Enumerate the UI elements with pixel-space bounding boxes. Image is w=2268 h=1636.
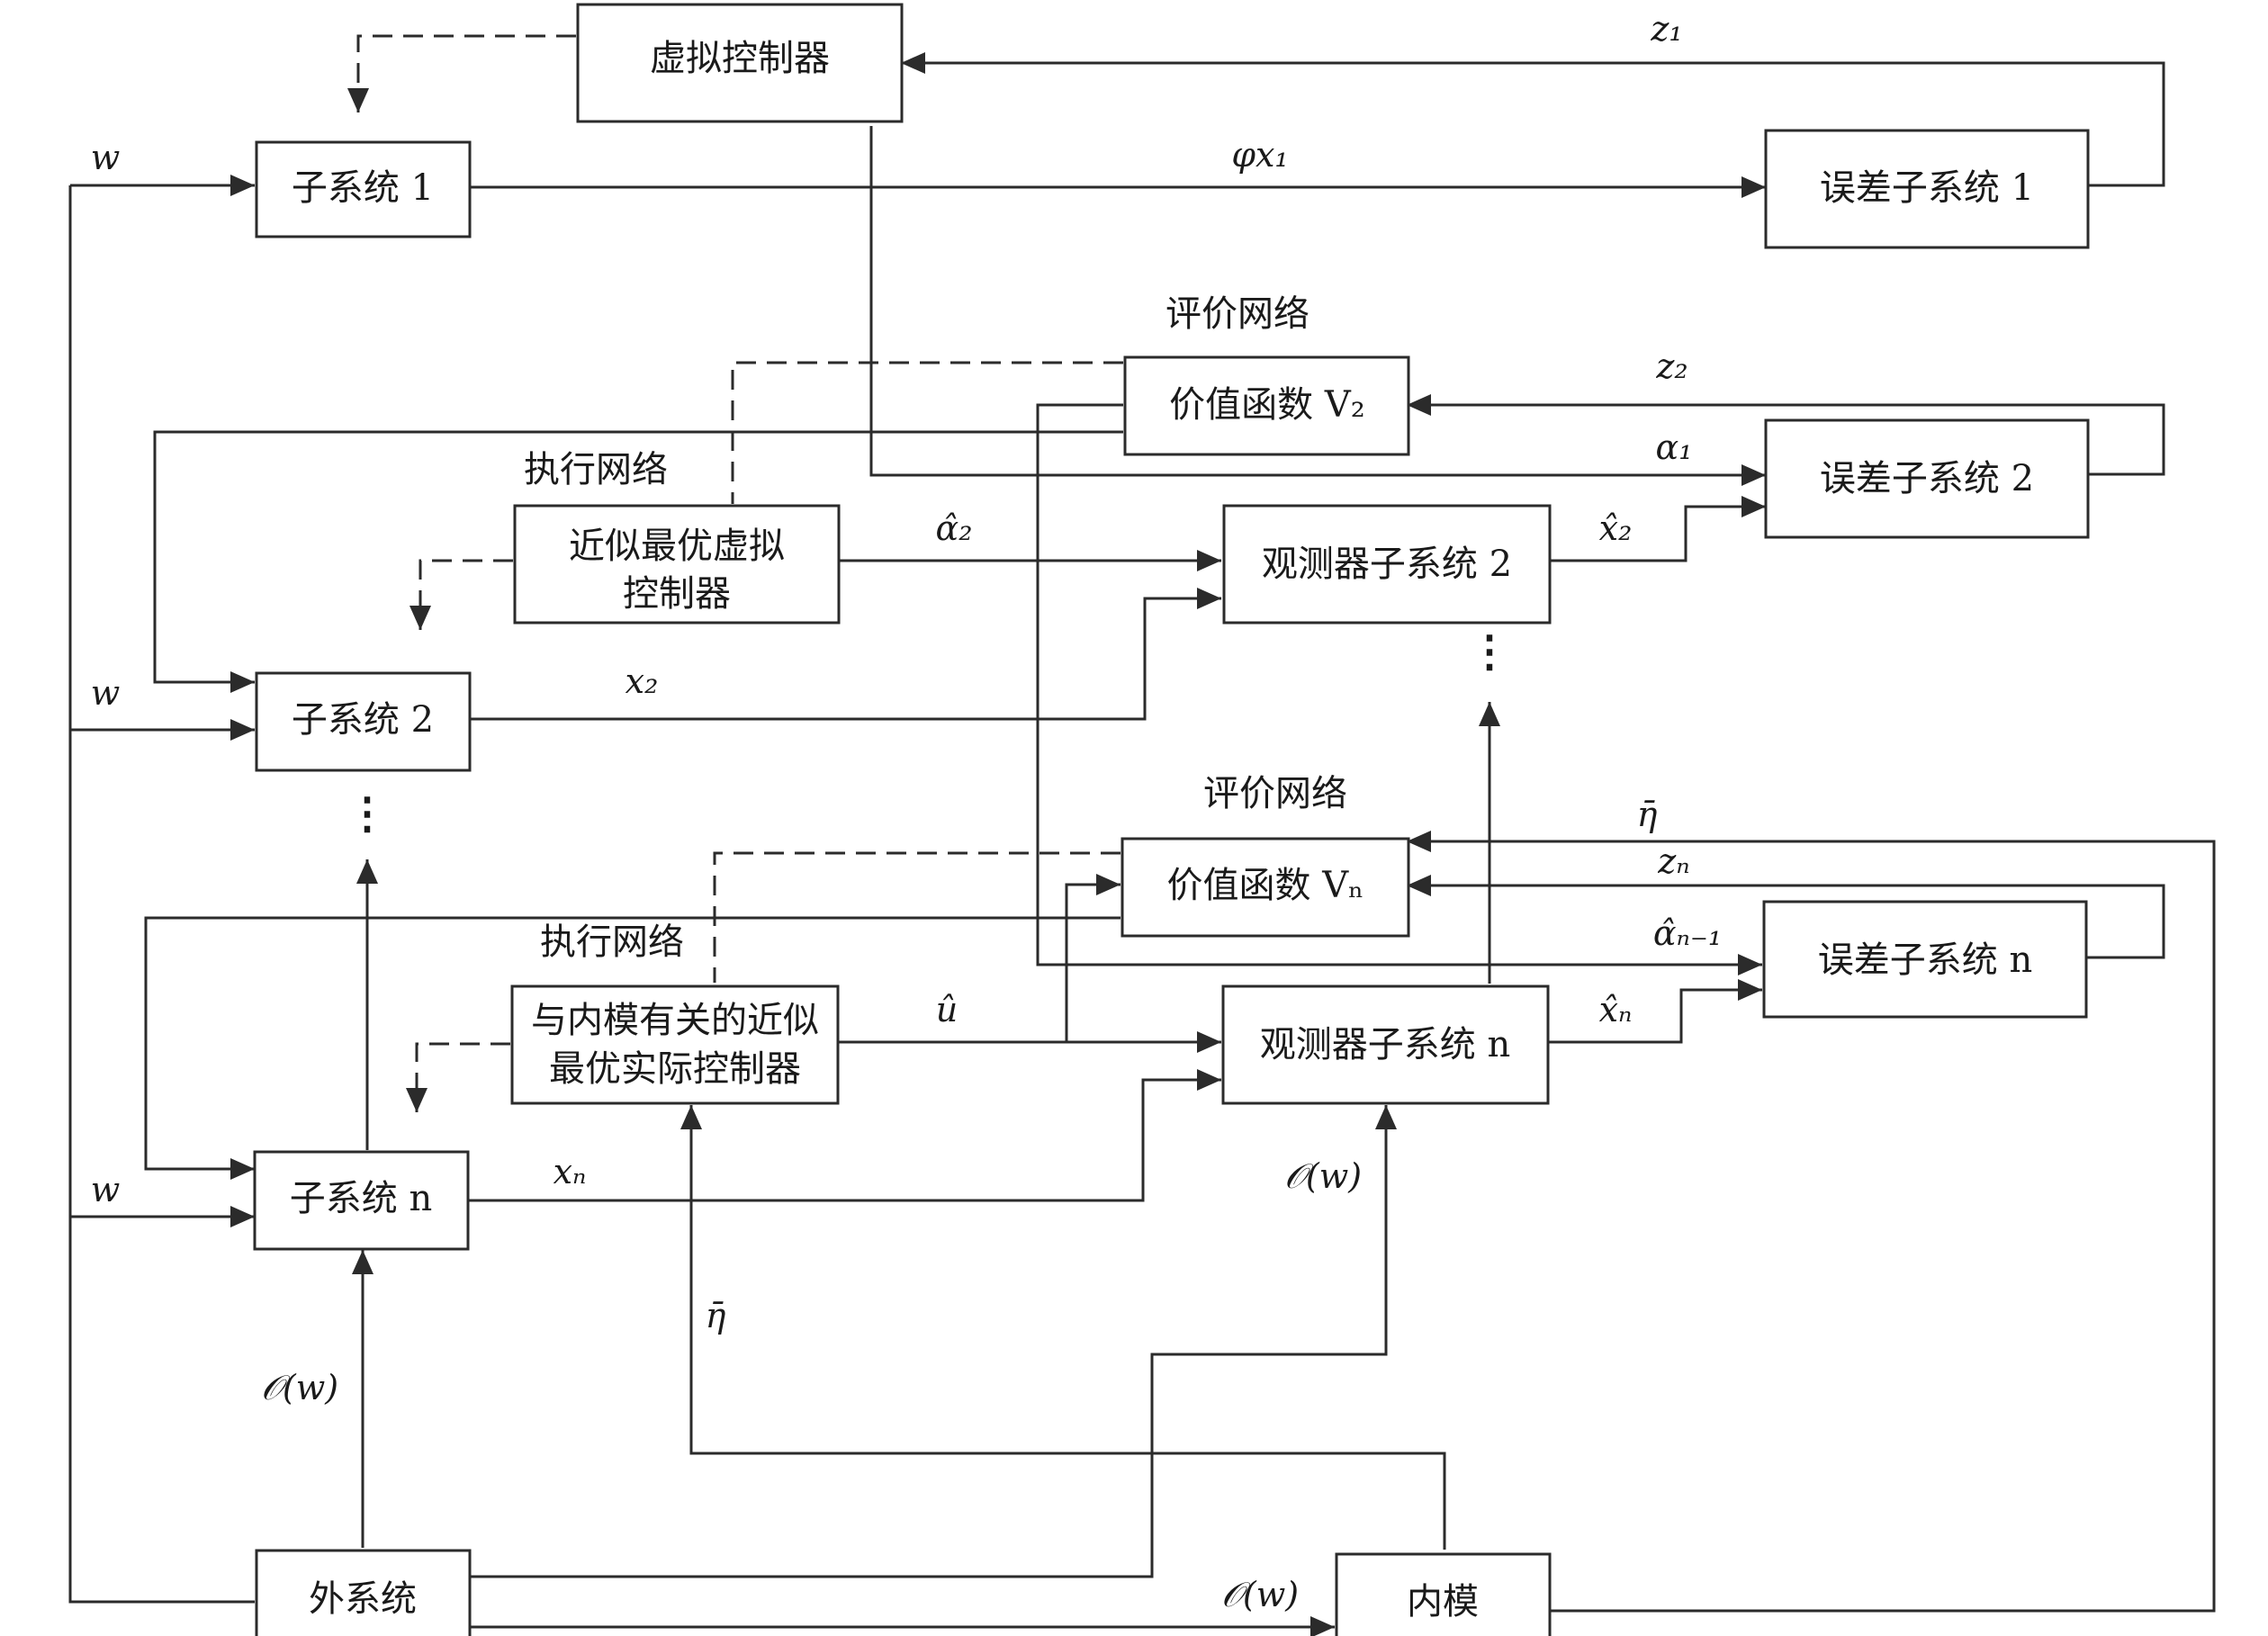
signal-xn-hat: x̂ₙ	[1599, 990, 1633, 1029]
actor-network-n-label: 执行网络	[540, 921, 684, 963]
subsystem-2-label: 子系统 2	[292, 699, 434, 741]
z2-line	[1407, 394, 2165, 476]
error-subsystem-2-label: 误差子系统 2	[1820, 458, 2034, 499]
approx-virtual-controller-line2: 控制器	[623, 573, 731, 615]
observer-subsystem-n-block: 观测器子系统 n	[1221, 984, 1550, 1105]
virtual-controller-block: 虚拟控制器	[576, 3, 904, 123]
signal-w-1: w	[91, 138, 121, 177]
value-function-2-label: 价值函数 V₂	[1169, 384, 1365, 426]
actor-n-dash	[406, 1042, 510, 1112]
critic-n-dash	[713, 851, 1120, 983]
eta-bar-top-line	[1407, 831, 2216, 1613]
critic-network-n-label: 评价网络	[1203, 773, 1347, 814]
connections	[68, 34, 2216, 1636]
w-bus-line	[68, 185, 255, 1604]
signal-w-n: w	[91, 1170, 121, 1209]
signal-z2: z₂	[1655, 346, 1688, 386]
internal-model-block: 内模	[1335, 1552, 1552, 1636]
virtual-controller-label: 虚拟控制器	[650, 38, 830, 79]
signal-eta-bar-top: η̄	[1637, 795, 1658, 834]
z1-line	[901, 52, 2165, 187]
critic-network-2-label: 评价网络	[1166, 293, 1310, 335]
exosystem-label: 外系统	[309, 1578, 417, 1620]
value-function-2-block: 价值函数 V₂	[1123, 355, 1410, 456]
vn-to-subsystem-n	[144, 916, 1120, 1180]
u-hat-to-vn	[1065, 874, 1120, 1042]
xn-hat-line	[1546, 979, 1762, 1044]
internal-model-to-controller	[680, 1105, 1446, 1550]
observer-subsystem-2-block: 观测器子系统 2	[1222, 504, 1552, 625]
signal-phi-x1: φx₁	[1231, 135, 1288, 175]
signal-z1: z₁	[1650, 9, 1682, 49]
actual-controller-block: 与内模有关的近似 最优实际控制器	[510, 984, 840, 1105]
error-subsystem-n-block: 误差子系统 n	[1762, 900, 2088, 1019]
signal-O-w-internal: 𝒪(w)	[1221, 1575, 1299, 1614]
signal-x2-hat: x̂₂	[1599, 508, 1633, 548]
signal-eta-bar-mid: η̄	[706, 1296, 726, 1335]
signal-O-w-subsystem: 𝒪(w)	[261, 1368, 338, 1407]
signal-O-w-observer: 𝒪(w)	[1284, 1156, 1362, 1196]
error-subsystem-n-label: 误差子系统 n	[1818, 939, 2032, 981]
x2-hat-line	[1548, 496, 1766, 562]
subsystem-n-label: 子系统 n	[290, 1178, 432, 1219]
v2-to-subsystem-2	[153, 430, 1123, 693]
error-subsystem-1-block: 误差子系统 1	[1764, 129, 2090, 249]
critic2-dash	[731, 361, 1123, 504]
subsystem-1-block: 子系统 1	[255, 140, 472, 238]
observer-subsystem-2-label: 观测器子系统 2	[1262, 544, 1512, 585]
value-function-n-block: 价值函数 Vₙ	[1120, 837, 1410, 938]
signal-alpha2-hat: α̂₂	[936, 508, 973, 548]
alpha1-line	[869, 126, 1766, 486]
signal-alpha-n1-hat: α̂ₙ₋₁	[1653, 913, 1722, 953]
error-subsystem-2-block: 误差子系统 2	[1764, 418, 2090, 539]
exosystem-block: 外系统	[255, 1549, 472, 1636]
subsystem-n-block: 子系统 n	[253, 1150, 470, 1251]
alpha-n1-line	[1036, 403, 1762, 975]
observer-subsystem-n-label: 观测器子系统 n	[1260, 1024, 1510, 1065]
error-subsystem-1-label: 误差子系统 1	[1820, 167, 2034, 209]
zn-line	[1407, 875, 2165, 959]
approx-virtual-controller-line1: 近似最优虚拟	[569, 526, 785, 567]
approx-virtual-controller-block: 近似最优虚拟 控制器	[513, 504, 841, 625]
x2-line	[470, 588, 1221, 721]
xn-line	[467, 1069, 1221, 1202]
exo-to-observer-n	[470, 1105, 1397, 1578]
subsystem-1-label: 子系统 1	[292, 167, 434, 209]
signal-zn: zₙ	[1657, 841, 1689, 881]
signal-alpha1: α₁	[1656, 427, 1693, 467]
subsystem-2-block: 子系统 2	[255, 671, 472, 772]
internal-model-label: 内模	[1407, 1581, 1479, 1623]
signal-x2: x₂	[626, 661, 659, 701]
actual-controller-line1: 与内模有关的近似	[531, 1000, 819, 1041]
actual-controller-line2: 最优实际控制器	[549, 1048, 801, 1090]
actor-network-2-label: 执行网络	[524, 449, 668, 490]
actor2-dash	[410, 559, 513, 630]
ellipsis-left: ⋮	[346, 788, 389, 839]
signal-xn: xₙ	[554, 1152, 587, 1191]
virtual-controller-dash	[347, 34, 576, 112]
ellipsis-right: ⋮	[1468, 626, 1511, 677]
signal-w-2: w	[91, 673, 121, 713]
value-function-n-label: 价值函数 Vₙ	[1167, 865, 1364, 906]
signal-u-hat: û	[936, 990, 958, 1029]
